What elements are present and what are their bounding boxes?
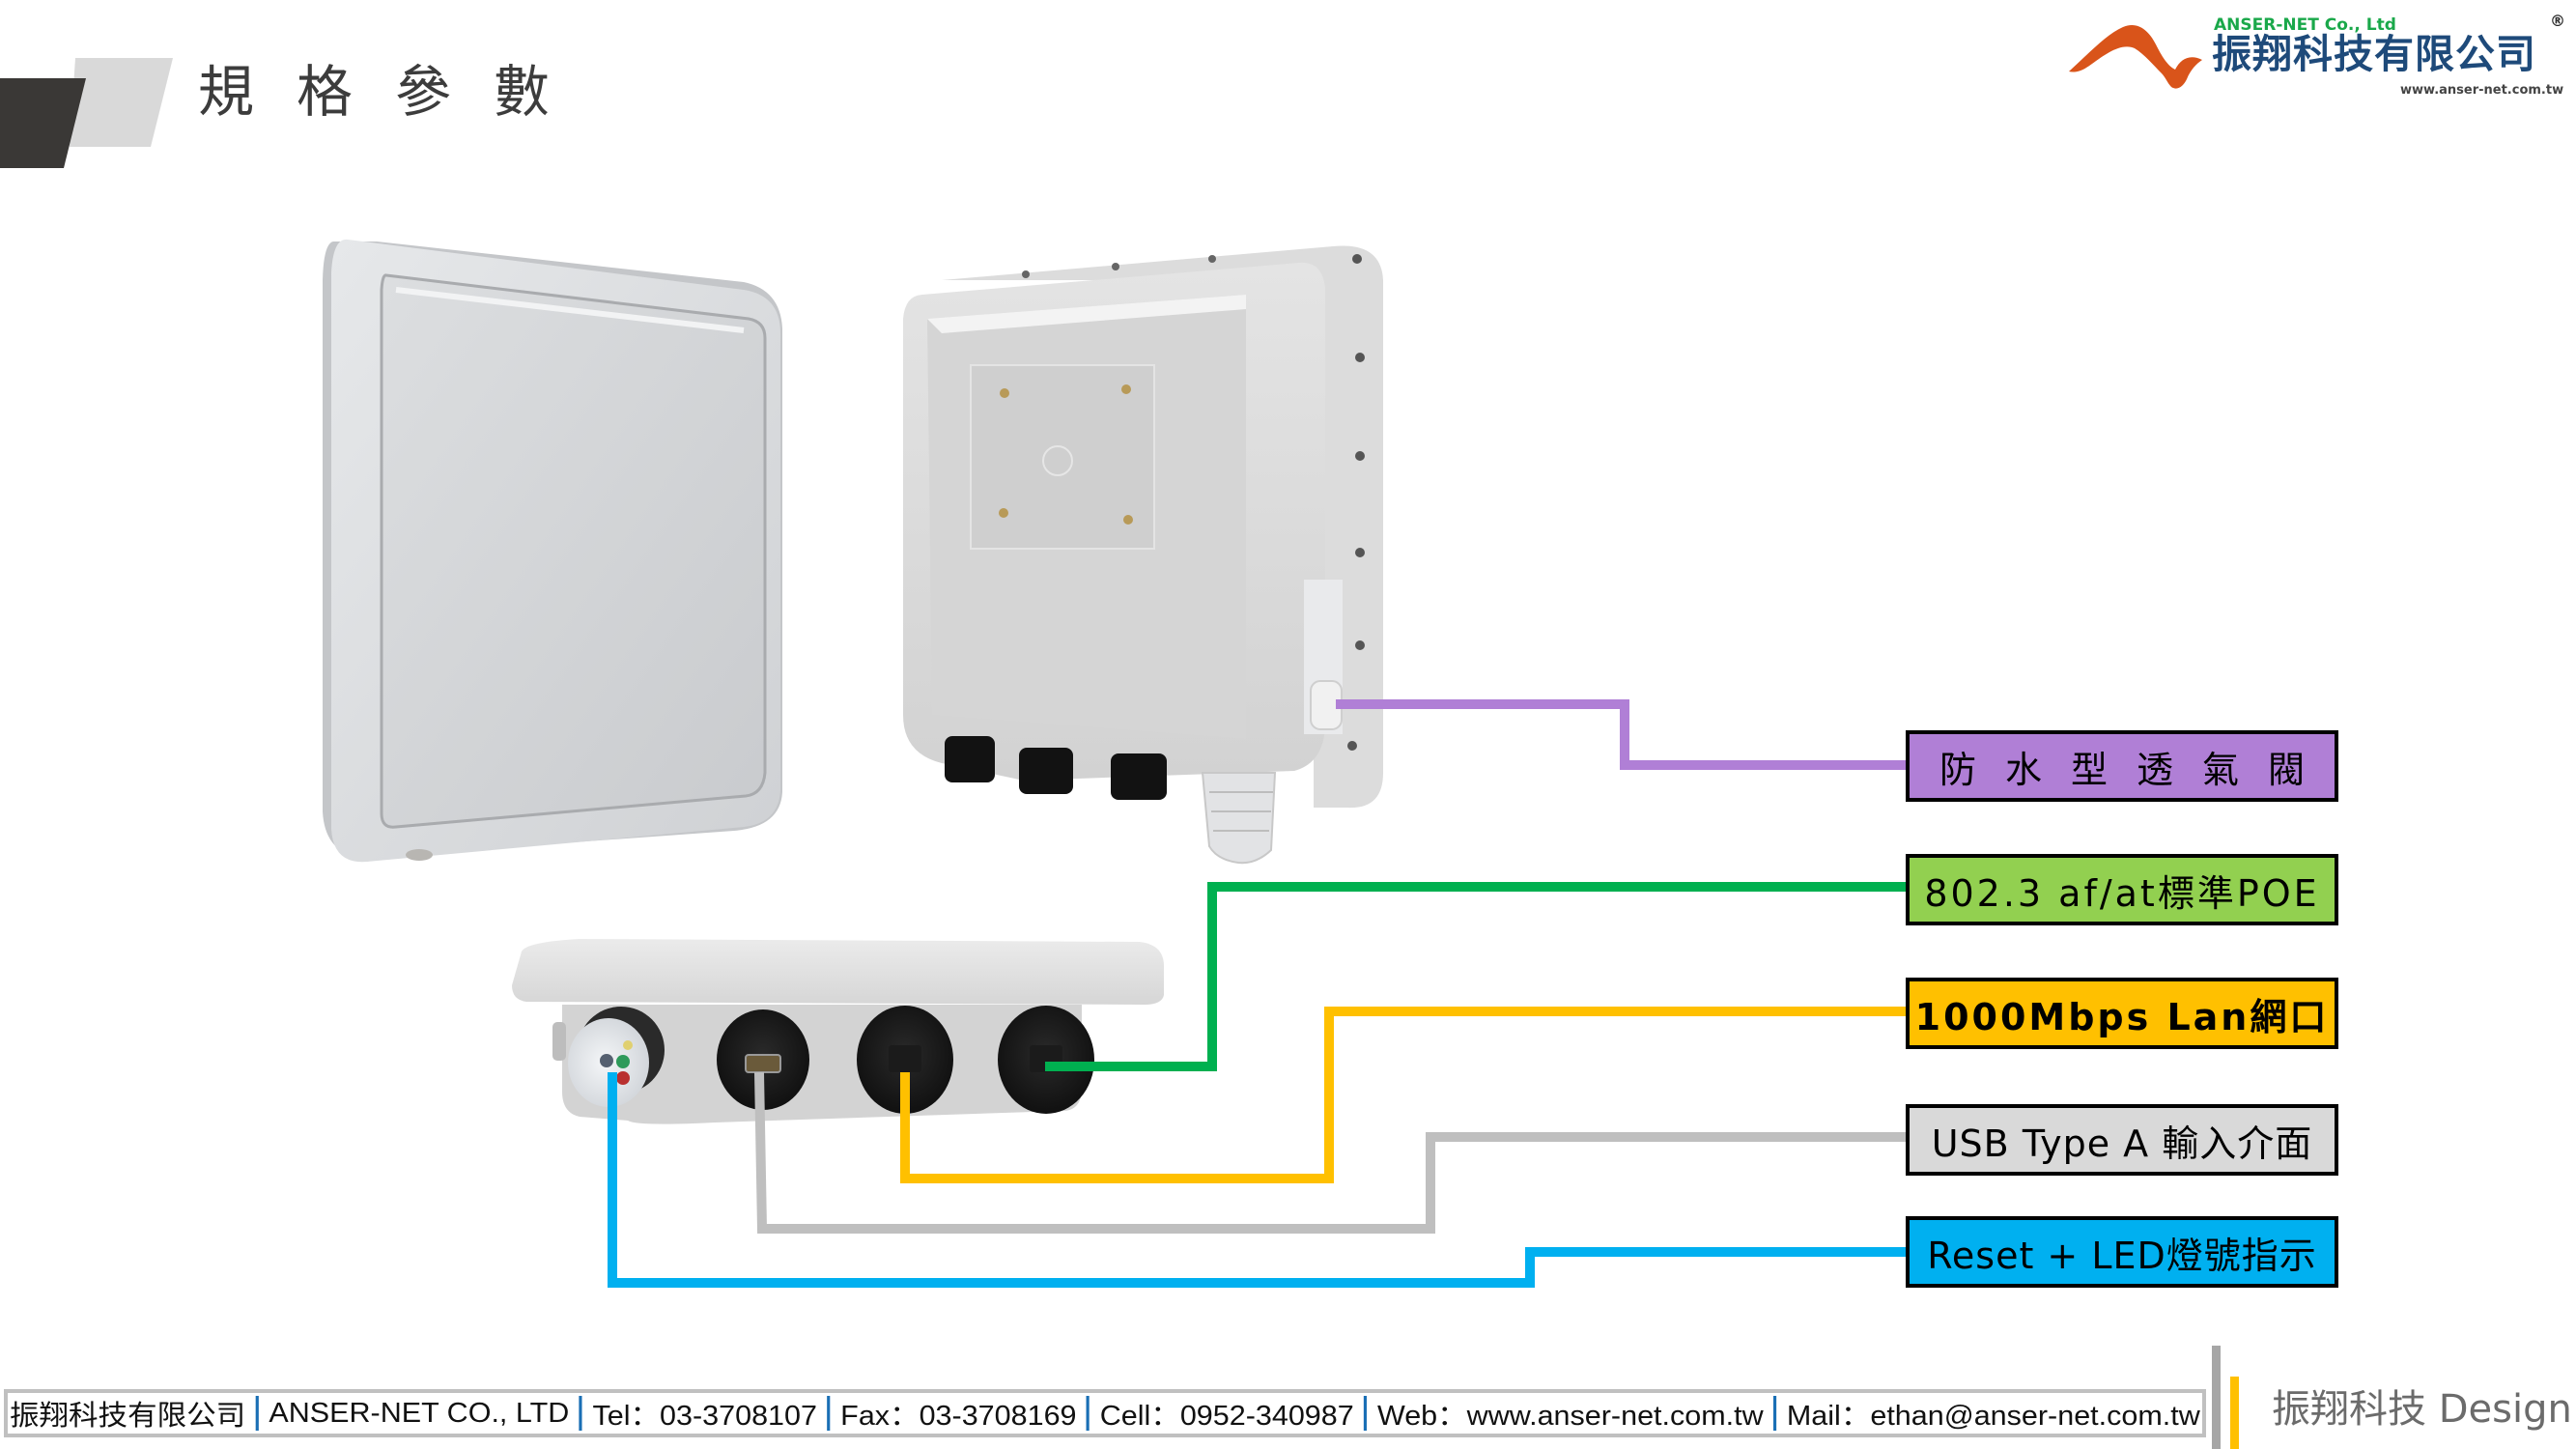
callout-label-poe: 802.3 af/at標準POE bbox=[1906, 854, 2338, 925]
footer-separator bbox=[1087, 1396, 1090, 1431]
callout-text: Reset + LED燈號指示 bbox=[1927, 1234, 2317, 1277]
bird-logo-icon bbox=[2069, 25, 2202, 89]
registered-mark-icon: ® bbox=[2550, 12, 2565, 30]
callout-line-vent-valve bbox=[1336, 699, 1906, 770]
footer-fax: Fax：03-3708169 bbox=[840, 1401, 1077, 1432]
footer-separator bbox=[827, 1396, 831, 1431]
callout-label-reset-led: Reset + LED燈號指示 bbox=[1906, 1216, 2338, 1288]
callout-text: 防水型透氣閥 bbox=[1939, 748, 2334, 791]
device-back-view bbox=[903, 245, 1383, 865]
callout-text: 802.3 af/at標準POE bbox=[1924, 871, 2320, 915]
footer-contact-row: 振翔科技有限公司 ANSER-NET CO., LTD Tel：03-37081… bbox=[10, 1393, 2200, 1434]
footer-divider-gray bbox=[2212, 1346, 2221, 1449]
logo-website: www.anser-net.com.tw bbox=[2400, 83, 2564, 98]
callout-line-lan bbox=[900, 1007, 1906, 1183]
footer-divider-yellow bbox=[2230, 1377, 2239, 1449]
callout-label-vent-valve: 防水型透氣閥 bbox=[1906, 730, 2338, 802]
logo-company-cn: 振翔科技有限公司 bbox=[2212, 31, 2536, 77]
callout-lines bbox=[608, 699, 1906, 1288]
footer-separator bbox=[255, 1396, 259, 1431]
footer-company-cn: 振翔科技有限公司 bbox=[10, 1401, 246, 1432]
company-logo: ANSER-NET Co., Ltd ® 振翔科技有限公司 www.anser-… bbox=[2067, 10, 2576, 106]
footer-tel: Tel：03-3708107 bbox=[592, 1401, 817, 1432]
callout-line-reset-led bbox=[608, 1072, 1906, 1288]
device-front-view bbox=[323, 239, 782, 863]
footer-mail-link[interactable]: Mail：ethan@anser-net.com.tw bbox=[1786, 1401, 2200, 1432]
device-bottom-view bbox=[512, 939, 1164, 1124]
footer-web-link[interactable]: Web：www.anser-net.com.tw bbox=[1376, 1401, 1764, 1432]
footer-cell: Cell：0952-340987 bbox=[1099, 1401, 1354, 1432]
footer-separator bbox=[1364, 1396, 1368, 1431]
footer-contact-bar: 振翔科技有限公司 ANSER-NET CO., LTD Tel：03-37081… bbox=[4, 1389, 2206, 1437]
footer-separator bbox=[579, 1396, 582, 1431]
callout-text: USB Type A 輸入介面 bbox=[1931, 1122, 2313, 1165]
title-decoration-dark bbox=[0, 78, 86, 168]
title-decoration-light bbox=[70, 58, 173, 147]
page-title: 規格參數 bbox=[198, 59, 593, 125]
title-decoration bbox=[0, 58, 173, 168]
callout-label-lan: 1000Mbps Lan網口 bbox=[1906, 978, 2338, 1049]
callout-label-usb: USB Type A 輸入介面 bbox=[1906, 1104, 2338, 1176]
design-credit: 振翔科技 Design bbox=[2272, 1387, 2572, 1432]
footer-separator bbox=[1773, 1396, 1777, 1431]
logo-company-en: ANSER-NET Co., Ltd bbox=[2214, 15, 2396, 35]
footer-company-en: ANSER-NET CO., LTD bbox=[269, 1397, 570, 1429]
callout-line-poe bbox=[1045, 882, 1906, 1071]
callout-text: 1000Mbps Lan網口 bbox=[1914, 995, 2330, 1038]
callout-line-usb bbox=[754, 1071, 1906, 1234]
